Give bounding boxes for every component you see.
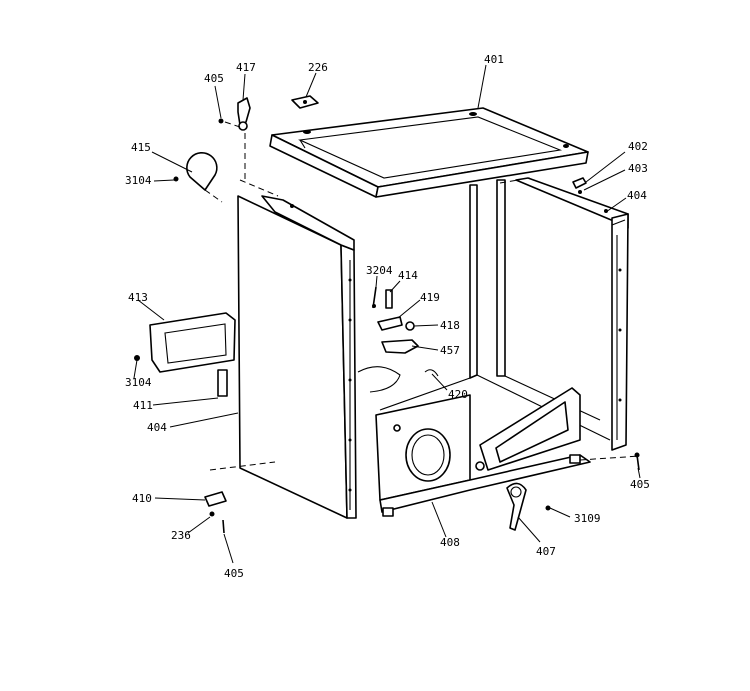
top-panel (269, 107, 589, 198)
screw-405-right (634, 452, 640, 471)
callout-408: 408 (440, 536, 460, 549)
cover-415 (173, 152, 223, 203)
callout-404-left: 404 (147, 421, 167, 434)
clip-226 (291, 95, 319, 109)
fastener-411 (217, 369, 228, 397)
callout-236: 236 (171, 529, 191, 542)
callout-411: 411 (133, 399, 153, 412)
callout-405-right: 405 (630, 478, 650, 491)
bracket-413 (134, 312, 236, 373)
bracket-407 (506, 482, 551, 531)
callout-418: 418 (440, 319, 460, 332)
callout-405-top: 405 (204, 72, 224, 85)
callout-415: 415 (131, 141, 151, 154)
callout-417: 417 (236, 61, 256, 74)
callout-413: 413 (128, 291, 148, 304)
callout-405-bottom: 405 (224, 567, 244, 580)
leader-lines (133, 64, 641, 564)
callout-3104-top: 3104 (125, 174, 152, 187)
right-small-parts (572, 177, 587, 194)
right-side-panel (515, 177, 629, 451)
callout-labels: 401 402 403 404 405 417 226 415 3104 320… (125, 53, 650, 580)
callout-410: 410 (132, 492, 152, 505)
callout-404-right: 404 (627, 189, 647, 202)
foot-410 (204, 461, 276, 534)
callout-407: 407 (536, 545, 556, 558)
left-side-panel (237, 195, 357, 519)
callout-402: 402 (628, 140, 648, 153)
rear-frame (239, 133, 611, 441)
callout-403: 403 (628, 162, 648, 175)
callout-3204: 3204 (366, 264, 393, 277)
callout-420: 420 (448, 388, 468, 401)
small-parts-group (357, 286, 439, 393)
base-assembly (375, 387, 641, 517)
callout-3109: 3109 (574, 512, 601, 525)
screw-405-top (218, 118, 241, 128)
callout-3104-left: 3104 (125, 376, 152, 389)
callout-457: 457 (440, 344, 460, 357)
callout-401: 401 (484, 53, 504, 66)
callout-226: 226 (308, 61, 328, 74)
callout-414: 414 (398, 269, 418, 282)
hinge-part (237, 97, 251, 131)
callout-419: 419 (420, 291, 440, 304)
